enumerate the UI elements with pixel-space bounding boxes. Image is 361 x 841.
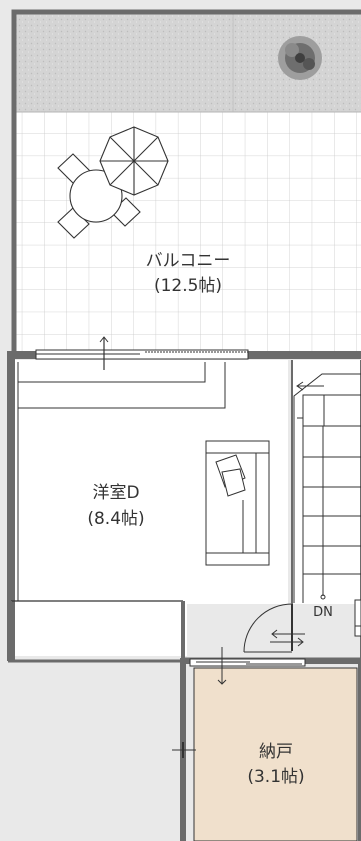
balcony-window[interactable] <box>35 336 249 370</box>
western-room-d-name: 洋室D <box>92 483 139 503</box>
balcony-name: バルコニー <box>146 251 231 271</box>
storage-name: 納戸 <box>259 742 293 762</box>
storage: 納戸 (3.1帖) <box>172 647 361 841</box>
hall <box>183 629 361 661</box>
balcony-area: (12.5帖) <box>154 276 222 296</box>
western-room-d: 洋室D (8.4帖) <box>7 336 361 841</box>
storage-door[interactable] <box>189 647 306 685</box>
hall-door[interactable] <box>243 603 293 653</box>
staircase: DN <box>291 360 361 841</box>
plant-icon <box>278 36 322 80</box>
balcony: バルコニー (12.5帖) <box>11 9 361 357</box>
built-in-ledge <box>18 362 226 409</box>
sofa-icon <box>205 440 270 566</box>
patio-table-umbrella-icon <box>57 126 169 239</box>
storage-area: (3.1帖) <box>247 767 304 787</box>
western-room-d-area: (8.4帖) <box>87 509 144 529</box>
stairs-direction-label: DN <box>313 605 333 620</box>
